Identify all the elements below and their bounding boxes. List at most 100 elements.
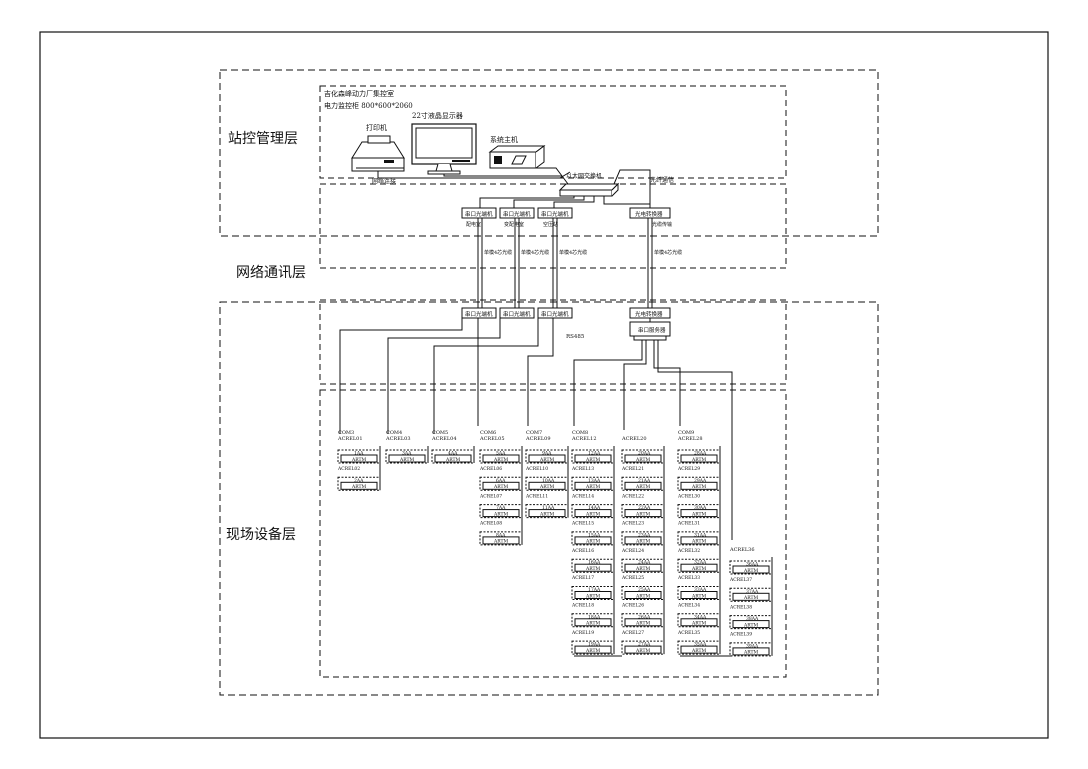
meter-tag: 35AA — [694, 642, 707, 648]
meter-box — [732, 647, 770, 656]
meter-box — [574, 618, 612, 627]
meter-cell-outline — [729, 642, 773, 657]
meter-box — [624, 509, 662, 518]
meter-cell-outline — [677, 504, 721, 519]
converter-bottom-3: 串口光端机 — [541, 310, 569, 318]
meter-cell-outline — [525, 504, 569, 519]
device-address-label: ACREL27 — [621, 630, 644, 636]
device-address-label: ACREL37 — [729, 577, 752, 583]
device-address-label: ACREL05 — [479, 436, 505, 442]
meter-cell-outline — [621, 504, 665, 519]
meter-model: ARTM — [691, 593, 707, 599]
meter-columns: COM3ACREL011AAARTMACREL022AAARTMCOM4ACRE… — [337, 430, 773, 657]
meter-cell-outline — [677, 613, 721, 628]
meter-tag: 11AA — [542, 505, 555, 511]
meter-tag: 21AA — [638, 478, 651, 484]
meter-tag: 30AA — [694, 505, 707, 511]
meter-box — [574, 454, 612, 463]
device-address-label: ACREL36 — [729, 547, 755, 553]
device-address-label: ACREL11 — [525, 493, 548, 499]
meter-box — [680, 645, 718, 654]
meter-cell-outline — [571, 640, 615, 655]
meter-tag: 12AA — [588, 451, 601, 457]
meter-tag: 18AA — [588, 614, 601, 620]
meter-tag: 28AA — [694, 451, 707, 457]
meter-tag: 39AA — [746, 643, 759, 649]
meter-box — [574, 645, 612, 654]
device-address-label: ACREL12 — [571, 436, 597, 442]
meter-tag: 22AA — [638, 505, 651, 511]
outer-frame — [39, 31, 1049, 739]
device-address-label: ACREL24 — [621, 548, 644, 554]
com-port-label: COM4 — [386, 430, 402, 436]
meter-cell-outline — [621, 531, 665, 546]
device-address-label: ACREL19 — [571, 630, 594, 636]
meter-box — [434, 454, 472, 463]
meter-model: ARTM — [493, 457, 509, 463]
meter-cell-outline — [571, 449, 615, 464]
meter-cell-outline — [621, 449, 665, 464]
meter-tag: 20AA — [638, 451, 651, 457]
device-address-label: ACREL04 — [431, 436, 457, 442]
meter-box — [680, 454, 718, 463]
meter-tag: 19AA — [588, 642, 601, 648]
meter-box — [624, 618, 662, 627]
converter-bottom-2: 串口光端机 — [503, 310, 531, 318]
device-address-label: ACREL34 — [677, 603, 700, 609]
meter-cell-outline — [525, 476, 569, 491]
meter-tag: 32AA — [694, 560, 707, 566]
meter-model: ARTM — [691, 648, 707, 654]
meter-box — [574, 536, 612, 545]
meter-model: ARTM — [585, 484, 601, 490]
meter-model: ARTM — [635, 593, 651, 599]
meter-box — [574, 481, 612, 490]
meter-model: ARTM — [691, 484, 707, 490]
meter-column-9: ACREL3636AAARTMACREL3737AAARTMACREL3838A… — [729, 547, 773, 657]
meter-cell-outline — [479, 504, 523, 519]
meter-model: ARTM — [635, 457, 651, 463]
meter-box — [732, 592, 770, 601]
fiber-bottom: 光电转换器 — [635, 310, 663, 318]
meter-tag: 10AA — [542, 478, 555, 484]
meter-tag: 15AA — [588, 532, 601, 538]
devices-cabinet — [319, 389, 787, 678]
meter-model: ARTM — [493, 484, 509, 490]
meter-box — [482, 536, 520, 545]
meter-model: ARTM — [635, 648, 651, 654]
meter-tag: 1AA — [354, 451, 364, 457]
meter-box — [482, 509, 520, 518]
meter-tag: 2AA — [354, 478, 364, 484]
rs485-bus-segment — [653, 340, 681, 426]
field-converters — [461, 307, 671, 341]
station-note-right: 光纤通信 — [650, 176, 674, 184]
meter-cell-outline — [729, 615, 773, 630]
meter-tag: 13AA — [588, 478, 601, 484]
device-address-label: ACREL14 — [571, 493, 594, 499]
printer-label: 打印机 — [366, 123, 387, 132]
meter-tag: 24AA — [638, 560, 651, 566]
rs485-bus-segment — [339, 318, 463, 434]
meter-cell-outline — [677, 640, 721, 655]
cabinet-spec: 电力监控柜 800*600*2060 — [324, 101, 413, 110]
device-address-label: ACREL30 — [677, 493, 700, 499]
meter-model: ARTM — [743, 595, 759, 601]
device-address-label: ACREL29 — [677, 466, 700, 472]
rs485-bus-segment — [527, 318, 554, 426]
com-port-label: COM6 — [480, 430, 496, 436]
meter-model: ARTM — [351, 484, 367, 490]
device-address-label: ACREL01 — [337, 436, 363, 442]
switch-caption: 以太网交换机 — [566, 172, 602, 180]
device-address-label: ACREL18 — [571, 603, 594, 609]
device-address-label: ACREL03 — [385, 436, 411, 442]
meter-model: ARTM — [493, 539, 509, 545]
meter-model: ARTM — [539, 484, 555, 490]
meter-model: ARTM — [585, 511, 601, 517]
meter-box — [624, 591, 662, 599]
device-address-label: ACREL20 — [621, 436, 647, 442]
field-layer-region — [219, 301, 879, 696]
meter-cell-outline — [571, 476, 615, 491]
meter-box — [732, 620, 770, 629]
field-layer-label: 现场设备层 — [226, 527, 296, 543]
meter-model: ARTM — [585, 539, 601, 545]
